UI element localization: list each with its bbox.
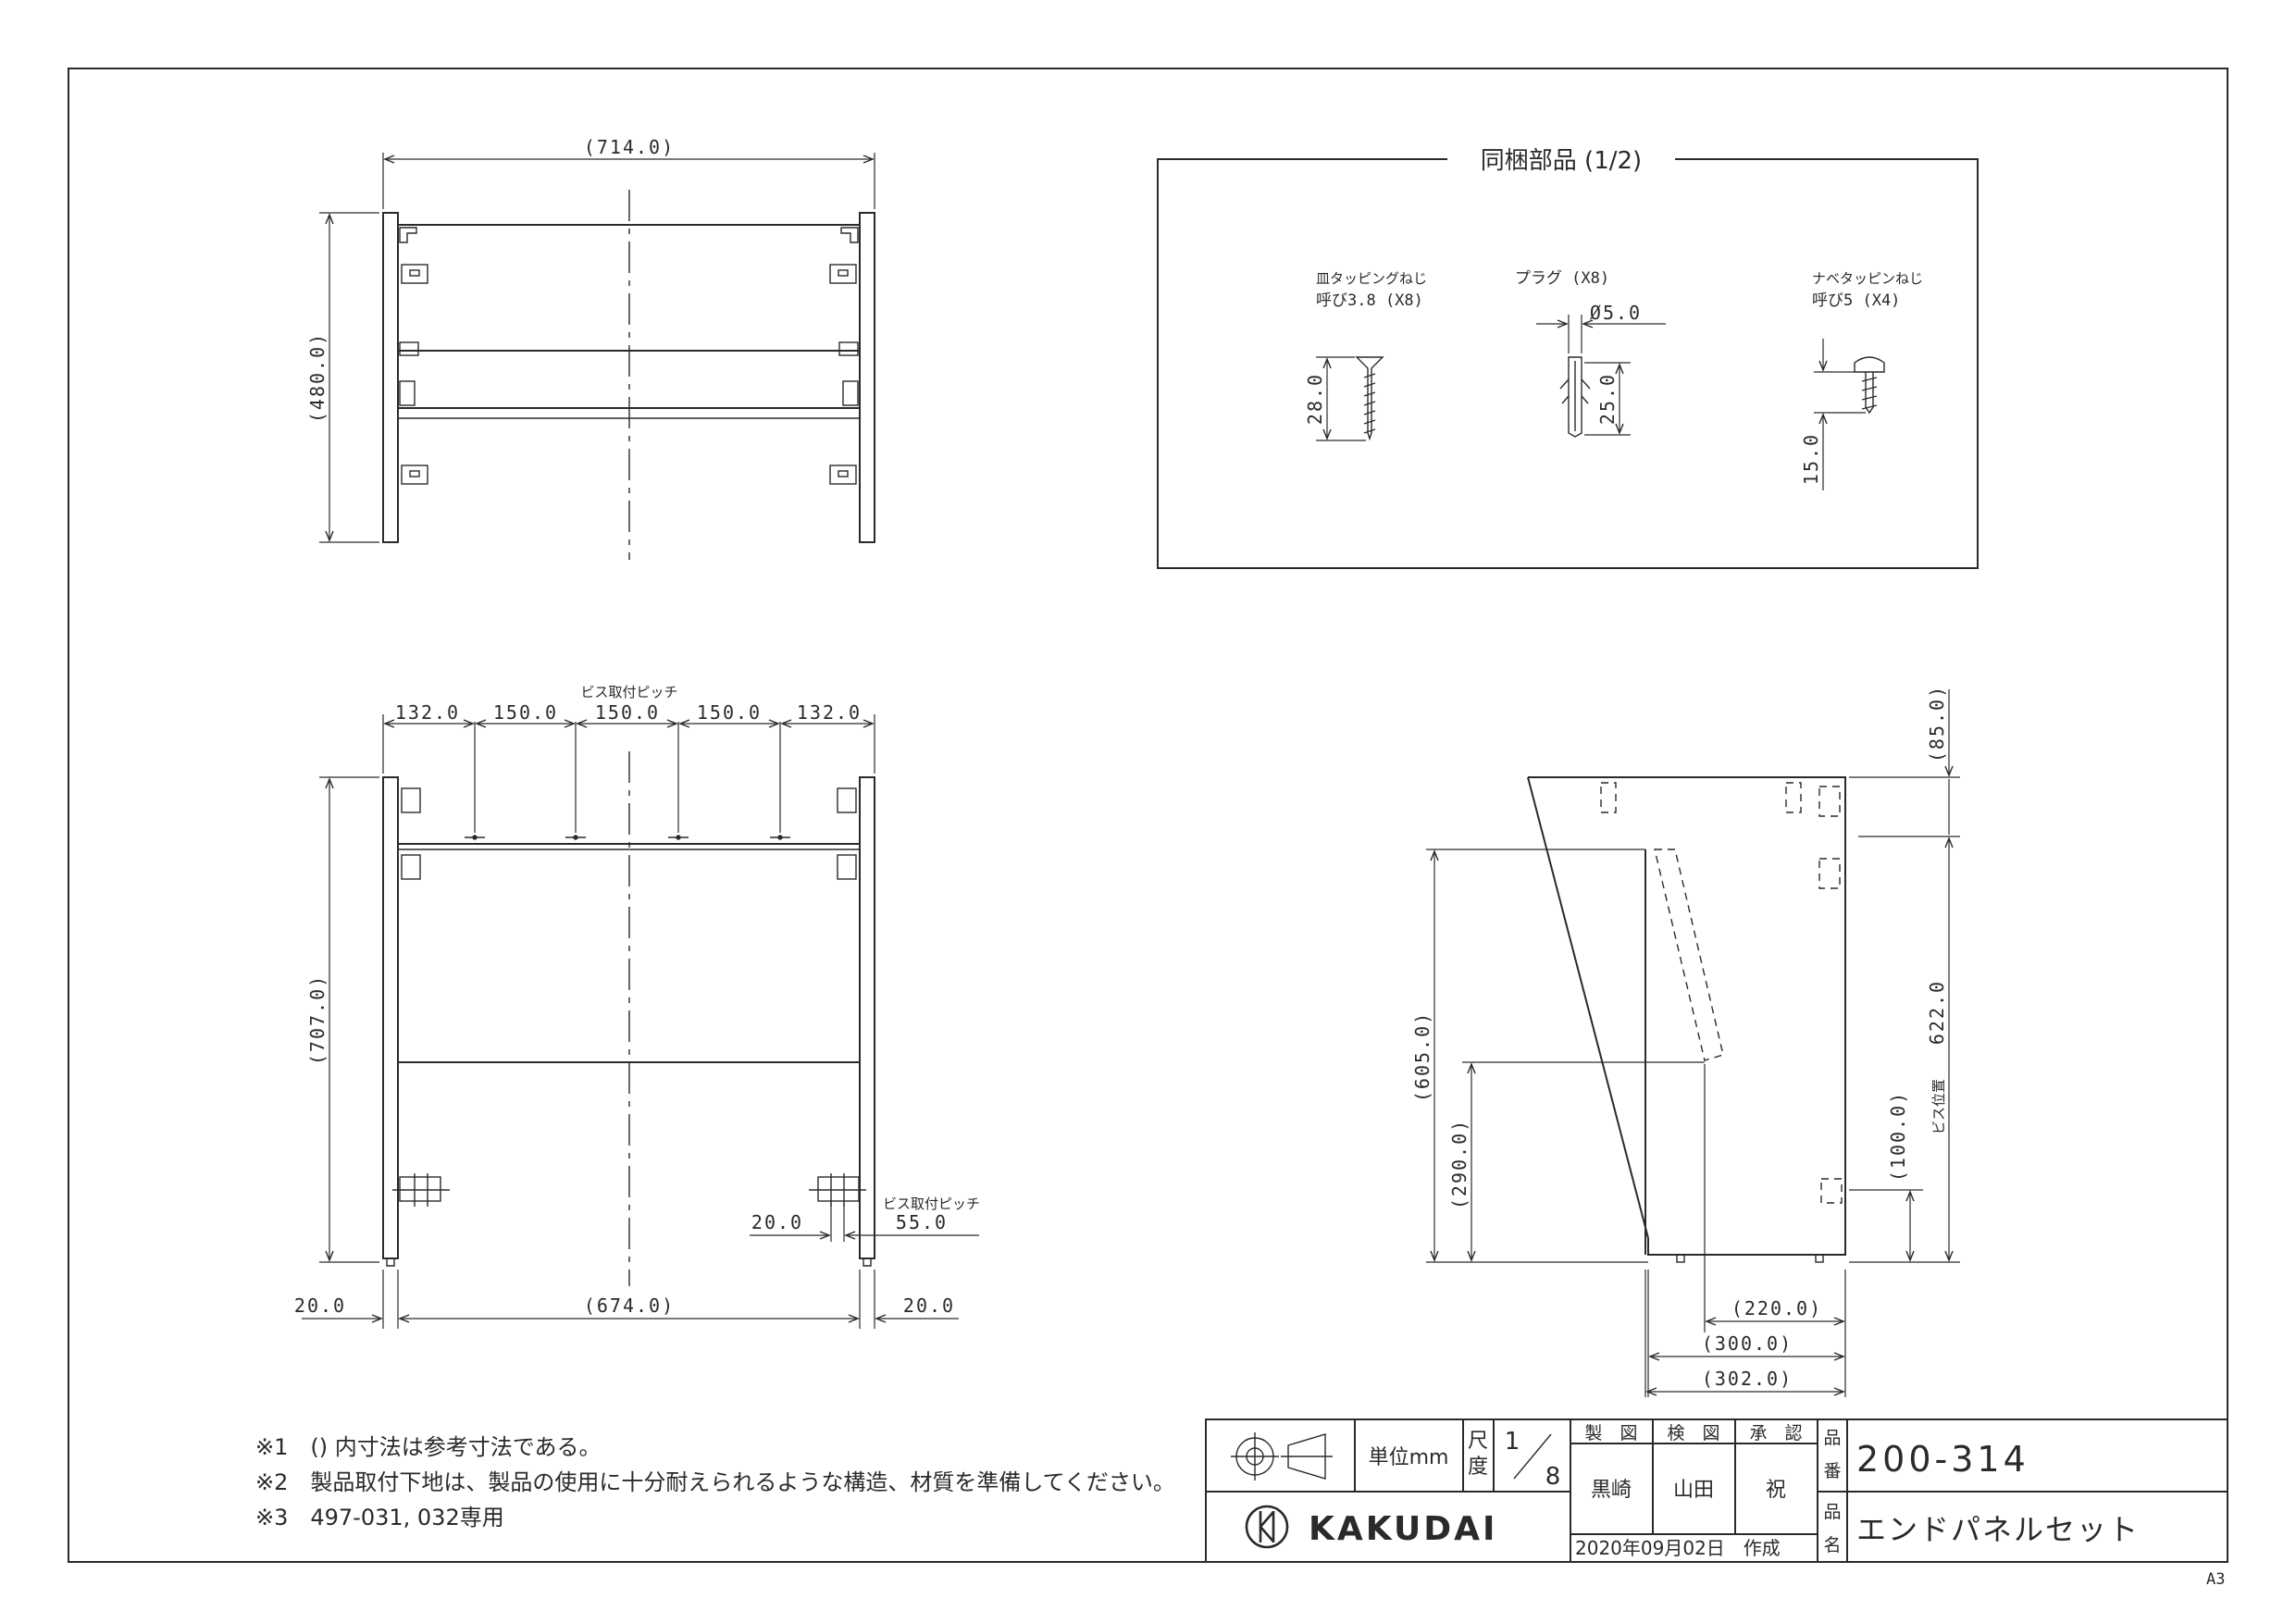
front-view [302, 714, 979, 1329]
drawing-border [68, 68, 2228, 1563]
unit-label: 単位mm [1369, 1446, 1449, 1469]
screw1-spec: 呼び3.8 (X8) [1316, 291, 1423, 310]
part-no-label-1: 品 [1823, 1428, 1841, 1448]
dim-top-height: (480.0) [306, 332, 329, 423]
checked-by: 山田 [1673, 1479, 1714, 1502]
scale-label-2: 度 [1468, 1456, 1488, 1479]
screw2-length: 15.0 [1800, 433, 1822, 485]
top-view [319, 153, 875, 560]
screw2-spec: 呼び5 (X4) [1812, 291, 1900, 310]
part-no-label-2: 番 [1823, 1461, 1841, 1481]
dim-foot-pitch-a: 20.0 [751, 1211, 803, 1233]
foot-pitch-label: ビス取付ピッチ [883, 1196, 980, 1212]
side-view [1426, 689, 1960, 1397]
parts-box [1157, 158, 1979, 569]
check-label: 検 図 [1667, 1423, 1719, 1443]
plug-diameter: Ø5.0 [1590, 302, 1642, 324]
dim-foot-pitch-b: 55.0 [896, 1211, 948, 1233]
plug-length: 25.0 [1596, 373, 1619, 425]
parts-box-title: 同梱部品 (1/2) [1481, 147, 1642, 175]
part-name-label-1: 品 [1823, 1502, 1841, 1522]
made-by: 黒崎 [1591, 1479, 1632, 1502]
dim-side-290: (290.0) [1448, 1119, 1471, 1209]
dim-left-leg: 20.0 [294, 1295, 346, 1317]
part-number: 200-314 [1856, 1439, 2029, 1480]
approve-label: 承 認 [1749, 1423, 1802, 1443]
dim-pitch-3: 150.0 [595, 701, 660, 724]
dim-pitch-1: 132.0 [395, 701, 460, 724]
dim-side-302: (302.0) [1702, 1368, 1793, 1390]
note-3: ※3 497-031, 032専用 [255, 1505, 504, 1530]
note-2: ※2 製品取付下地は、製品の使用に十分耐えられるような構造、材質を準備してくださ… [255, 1469, 1175, 1495]
dim-side-605: (605.0) [1411, 1011, 1433, 1102]
scale-label-1: 尺 [1468, 1430, 1488, 1453]
note-1: ※1 () 内寸法は参考寸法である。 [255, 1434, 602, 1460]
sheet-size: A3 [2206, 1570, 2225, 1589]
dim-inner-width: (674.0) [584, 1295, 675, 1317]
part-name-label-2: 名 [1823, 1535, 1841, 1555]
screw1-length: 28.0 [1304, 373, 1326, 425]
made-label: 製 図 [1584, 1423, 1637, 1443]
dim-side-220: (220.0) [1731, 1297, 1822, 1319]
dim-right-leg: 20.0 [903, 1295, 955, 1317]
title-block [1205, 1419, 2228, 1563]
company-logo: KAKUDAI [1309, 1510, 1497, 1548]
pitch-label: ビス取付ピッチ [580, 684, 677, 700]
scale-denominator: 8 [1545, 1463, 1561, 1491]
dim-side-622: 622.0 [1926, 980, 1948, 1045]
approved-by: 祝 [1766, 1479, 1786, 1502]
dim-pitch-4: 150.0 [697, 701, 762, 724]
scale-numerator: 1 [1505, 1428, 1520, 1456]
dim-side-622-label: ビス位置 [1930, 1079, 1947, 1134]
screw2-name: ナベタッピンねじ [1812, 270, 1923, 287]
dim-pitch-5: 132.0 [797, 701, 862, 724]
drawing-date: 2020年09月02日 作成 [1575, 1537, 1781, 1559]
dim-pitch-2: 150.0 [493, 701, 558, 724]
screw1-name: 皿タッピングねじ [1316, 270, 1427, 287]
dim-side-85: (85.0) [1926, 685, 1948, 762]
dim-front-height: (707.0) [306, 974, 329, 1065]
dim-top-width: (714.0) [584, 136, 675, 158]
part-name: エンドパネルセット [1856, 1512, 2140, 1547]
plug-name: プラグ (X8) [1515, 269, 1609, 288]
dim-side-100: (100.0) [1887, 1091, 1909, 1182]
dim-side-300: (300.0) [1702, 1332, 1793, 1355]
